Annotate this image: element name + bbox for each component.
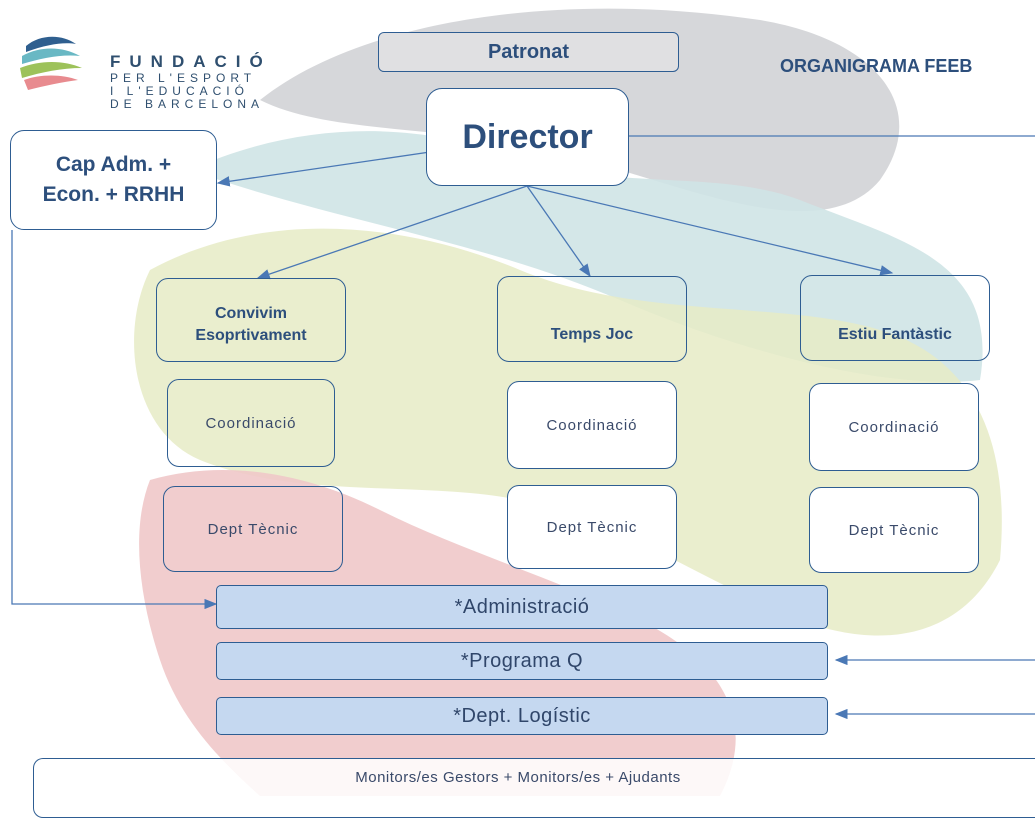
dept-tecnic-label-1: Dept Tècnic	[207, 520, 299, 538]
logo-line-2: PER L'ESPORT	[110, 71, 257, 85]
monitors-label: Monitors/es Gestors + Monitors/es + Ajud…	[355, 769, 681, 786]
estiu-label: Estiu Fantàstic	[838, 326, 952, 343]
logo-line-4: DE BARCELONA	[110, 97, 265, 111]
logo-text: FUNDACIÓ PER L'ESPORT I L'EDUCACIÓ DE BA…	[110, 52, 272, 111]
chart-title: ORGANIGRAMA FEEB	[780, 56, 973, 76]
monitors-box: Monitors/es Gestors + Monitors/es + Ajud…	[33, 758, 1035, 818]
dept-logistic-bar: *Dept. Logístic	[216, 697, 828, 735]
logo-waves-icon	[20, 36, 82, 90]
logo-line-3: I L'EDUCACIÓ	[110, 84, 249, 98]
estiu-box: Estiu Fantàstic	[800, 275, 990, 361]
administracio-bar: *Administració	[216, 585, 828, 629]
patronat-box: Patronat	[378, 32, 679, 72]
convivim-line-1: Convivim	[214, 305, 287, 322]
dept-tecnic-label-2: Dept Tècnic	[546, 518, 638, 536]
cap-adm-line-1: Cap Adm. +	[55, 153, 172, 176]
tempsjoc-box: Temps Joc	[497, 276, 687, 362]
dept-tecnic-box-1: Dept Tècnic	[163, 486, 343, 572]
dept-tecnic-label-3: Dept Tècnic	[848, 521, 940, 539]
coordinacio-box-1: Coordinació	[167, 379, 335, 467]
tempsjoc-label: Temps Joc	[550, 326, 634, 343]
link-director-convivim	[256, 185, 528, 280]
cap-adm-line-2: Econ. + RRHH	[42, 183, 185, 206]
link-cap-administracio	[11, 230, 218, 610]
dept-tecnic-box-2: Dept Tècnic	[507, 485, 677, 569]
coordinacio-box-3: Coordinació	[809, 383, 979, 471]
link-director-tempsjoc	[526, 185, 591, 278]
coordinacio-box-2: Coordinació	[507, 381, 677, 469]
convivim-line-2: Esoprtivament	[195, 327, 307, 344]
link-director-estiu	[526, 185, 894, 276]
logo-line-1: FUNDACIÓ	[110, 52, 272, 71]
director-box: Director	[426, 88, 629, 186]
coordinacio-label-3: Coordinació	[848, 418, 940, 436]
fundacio-logo: FUNDACIÓ PER L'ESPORT I L'EDUCACIÓ DE BA…	[18, 24, 268, 111]
link-director-cap	[216, 151, 431, 187]
director-label: Director	[462, 117, 593, 156]
coordinacio-label-1: Coordinació	[205, 414, 297, 432]
cap-adm-box: Cap Adm. + Econ. + RRHH	[10, 130, 217, 230]
coordinacio-label-2: Coordinació	[546, 416, 638, 434]
convivim-box: Convivim Esoprtivament	[156, 278, 346, 362]
programa-q-bar: *Programa Q	[216, 642, 828, 680]
dept-tecnic-box-3: Dept Tècnic	[809, 487, 979, 573]
patronat-label: Patronat	[487, 40, 570, 63]
connector-lines	[11, 135, 1035, 720]
